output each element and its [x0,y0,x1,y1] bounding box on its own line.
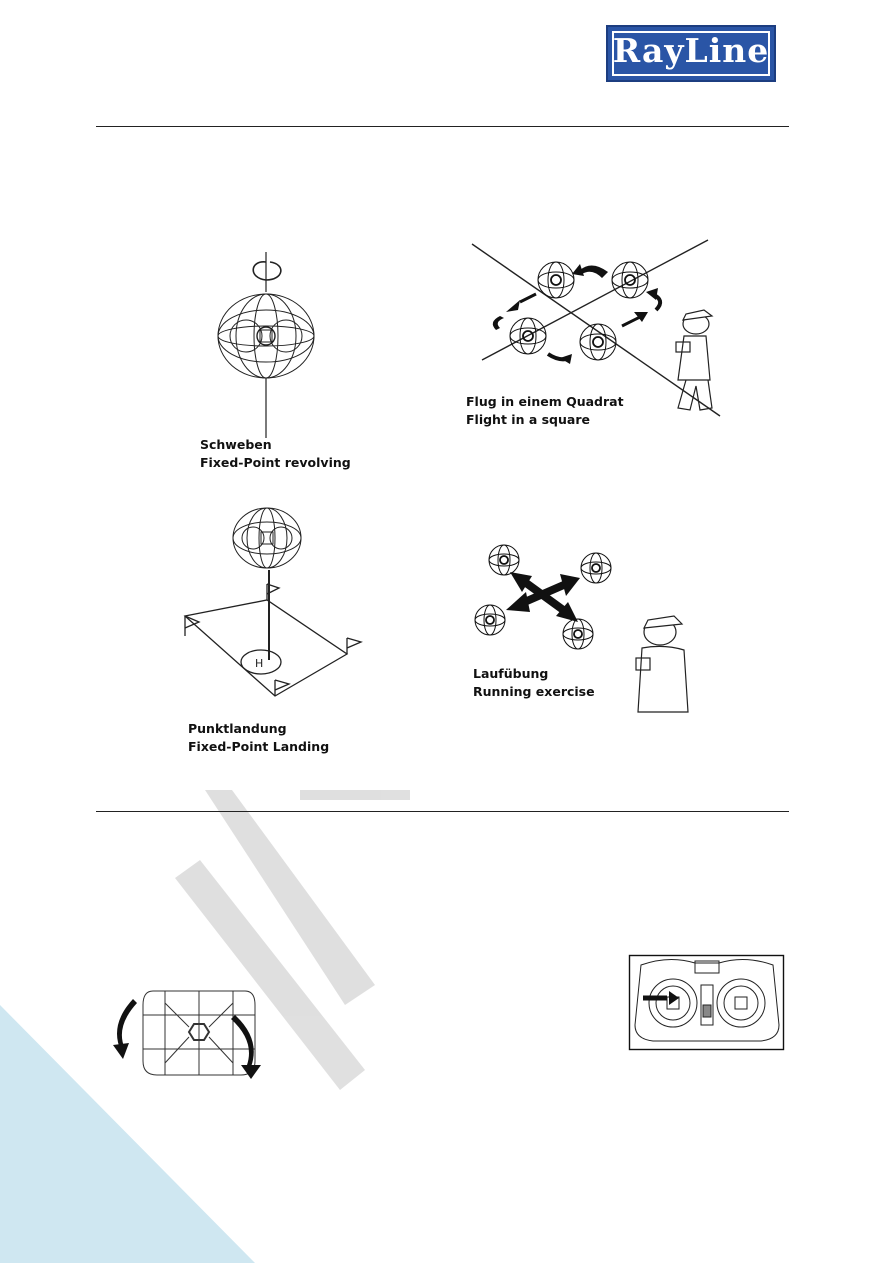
top-divider [96,126,789,127]
middle-divider [96,811,789,812]
landing-caption-de: Punktlandung [188,721,287,736]
landing-illustration: H [183,507,363,697]
running-exercise-illustration [474,544,689,713]
running-caption-en: Running exercise [473,684,595,699]
rayline-logo: RayLine [606,25,776,82]
square-caption-de: Flug in einem Quadrat [466,394,624,409]
square-flight-illustration [471,239,721,417]
square-caption-en: Flight in a square [466,412,590,427]
transmitter-illustration [628,954,785,1051]
running-caption-de: Laufübung [473,666,549,681]
yaw-rotation-illustration [113,990,261,1079]
svg-text:H: H [255,657,263,670]
landing-caption-en: Fixed-Point Landing [188,739,330,754]
logo-text: RayLine [612,31,770,70]
hover-drone-illustration [217,252,315,438]
hover-caption-en: Fixed-Point revolving [200,455,351,470]
hover-caption-de: Schweben [200,437,272,452]
